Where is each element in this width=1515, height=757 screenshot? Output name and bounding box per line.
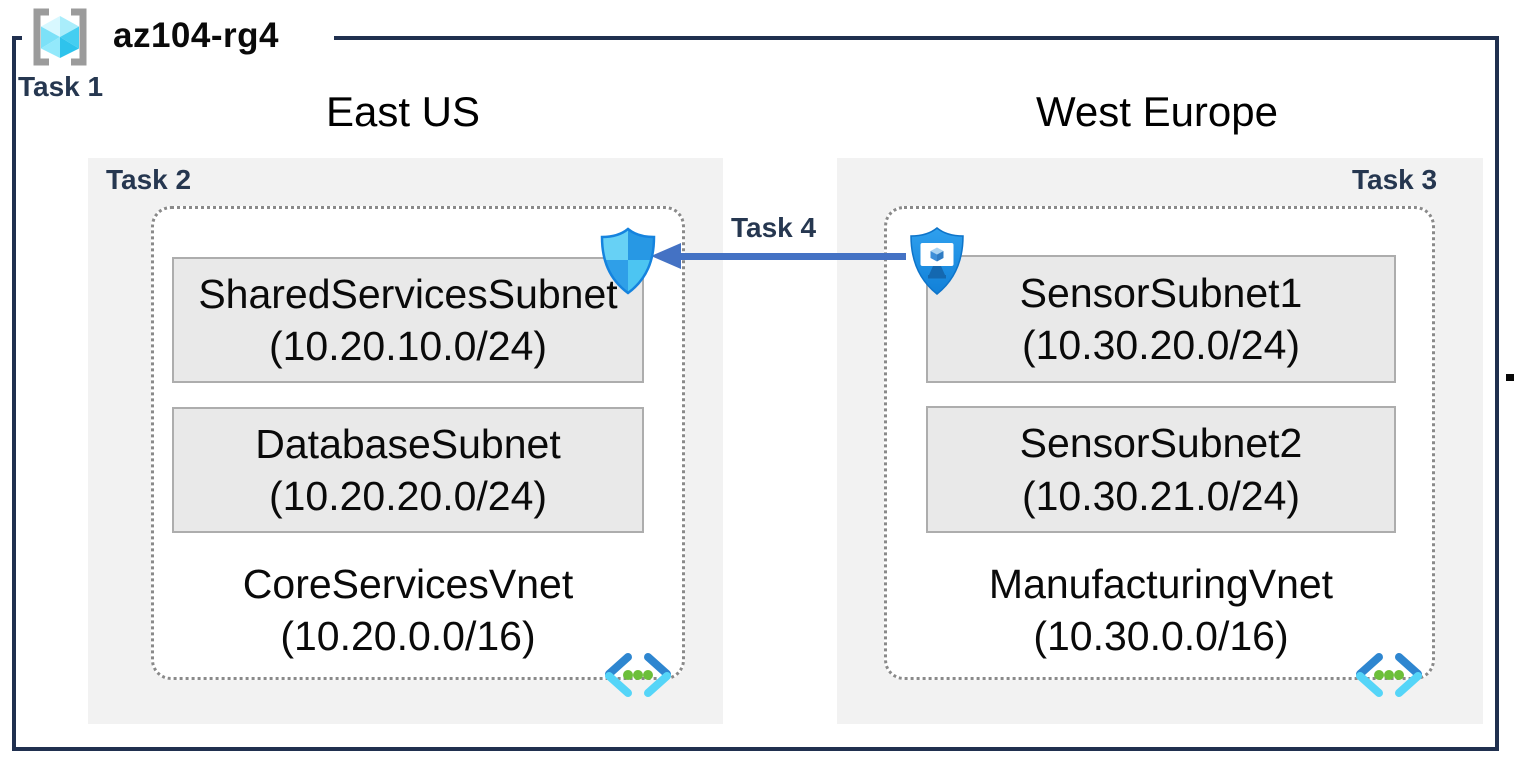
subnet-cidr: (10.30.21.0/24) — [1021, 472, 1301, 519]
subnet-name: SharedServicesSubnet — [198, 270, 618, 317]
vnet-name: CoreServicesVnet — [242, 561, 574, 607]
virtual-network-icon — [605, 653, 671, 697]
vnet-label-manufacturing: ManufacturingVnet (10.30.0.0/16) — [926, 558, 1396, 663]
subnet-box-sensor1: SensorSubnet1 (10.30.20.0/24) — [926, 255, 1396, 383]
region-title-west-europe: West Europe — [1035, 88, 1278, 135]
bastion-monitor-shield-icon — [910, 227, 964, 295]
subnet-box-sensor2: SensorSubnet2 (10.30.21.0/24) — [926, 406, 1396, 533]
subnet-name: SensorSubnet1 — [1019, 269, 1303, 316]
subnet-name: SensorSubnet2 — [1019, 420, 1303, 467]
task3-label: Task 3 — [1352, 164, 1438, 195]
task1-label: Task 1 — [18, 71, 104, 102]
title-border-mask — [22, 30, 334, 46]
virtual-network-icon — [1356, 653, 1422, 697]
task2-label: Task 2 — [106, 164, 192, 195]
subnet-cidr: (10.20.20.0/24) — [268, 473, 548, 519]
vnet-name: ManufacturingVnet — [988, 561, 1334, 607]
subnet-cidr: (10.30.20.0/24) — [1021, 322, 1301, 368]
monitor-stand — [929, 266, 945, 275]
vnet-cidr: (10.20.0.0/16) — [280, 613, 536, 660]
vnet-cidr: (10.30.0.0/16) — [1033, 613, 1289, 660]
network-security-group-shield-icon — [600, 227, 656, 295]
peering-arrow-head-icon — [651, 243, 681, 269]
edge-artifact-mark — [1506, 374, 1514, 381]
resource-group-box — [12, 36, 1499, 751]
task4-label: Task 4 — [731, 212, 817, 243]
subnet-cidr: (10.20.10.0/24) — [268, 323, 548, 369]
region-title-east-us: East US — [325, 88, 481, 135]
subnet-box-sharedservices: SharedServicesSubnet (10.20.10.0/24) — [172, 257, 644, 383]
subnet-name: DatabaseSubnet — [255, 420, 561, 467]
resource-group-icon — [33, 8, 87, 66]
resource-group-title: az104-rg4 — [113, 16, 279, 55]
vnet-label-coreservices: CoreServicesVnet (10.20.0.0/16) — [172, 558, 644, 663]
peering-arrow-line — [680, 253, 906, 260]
subnet-box-database: DatabaseSubnet (10.20.20.0/24) — [172, 407, 644, 533]
